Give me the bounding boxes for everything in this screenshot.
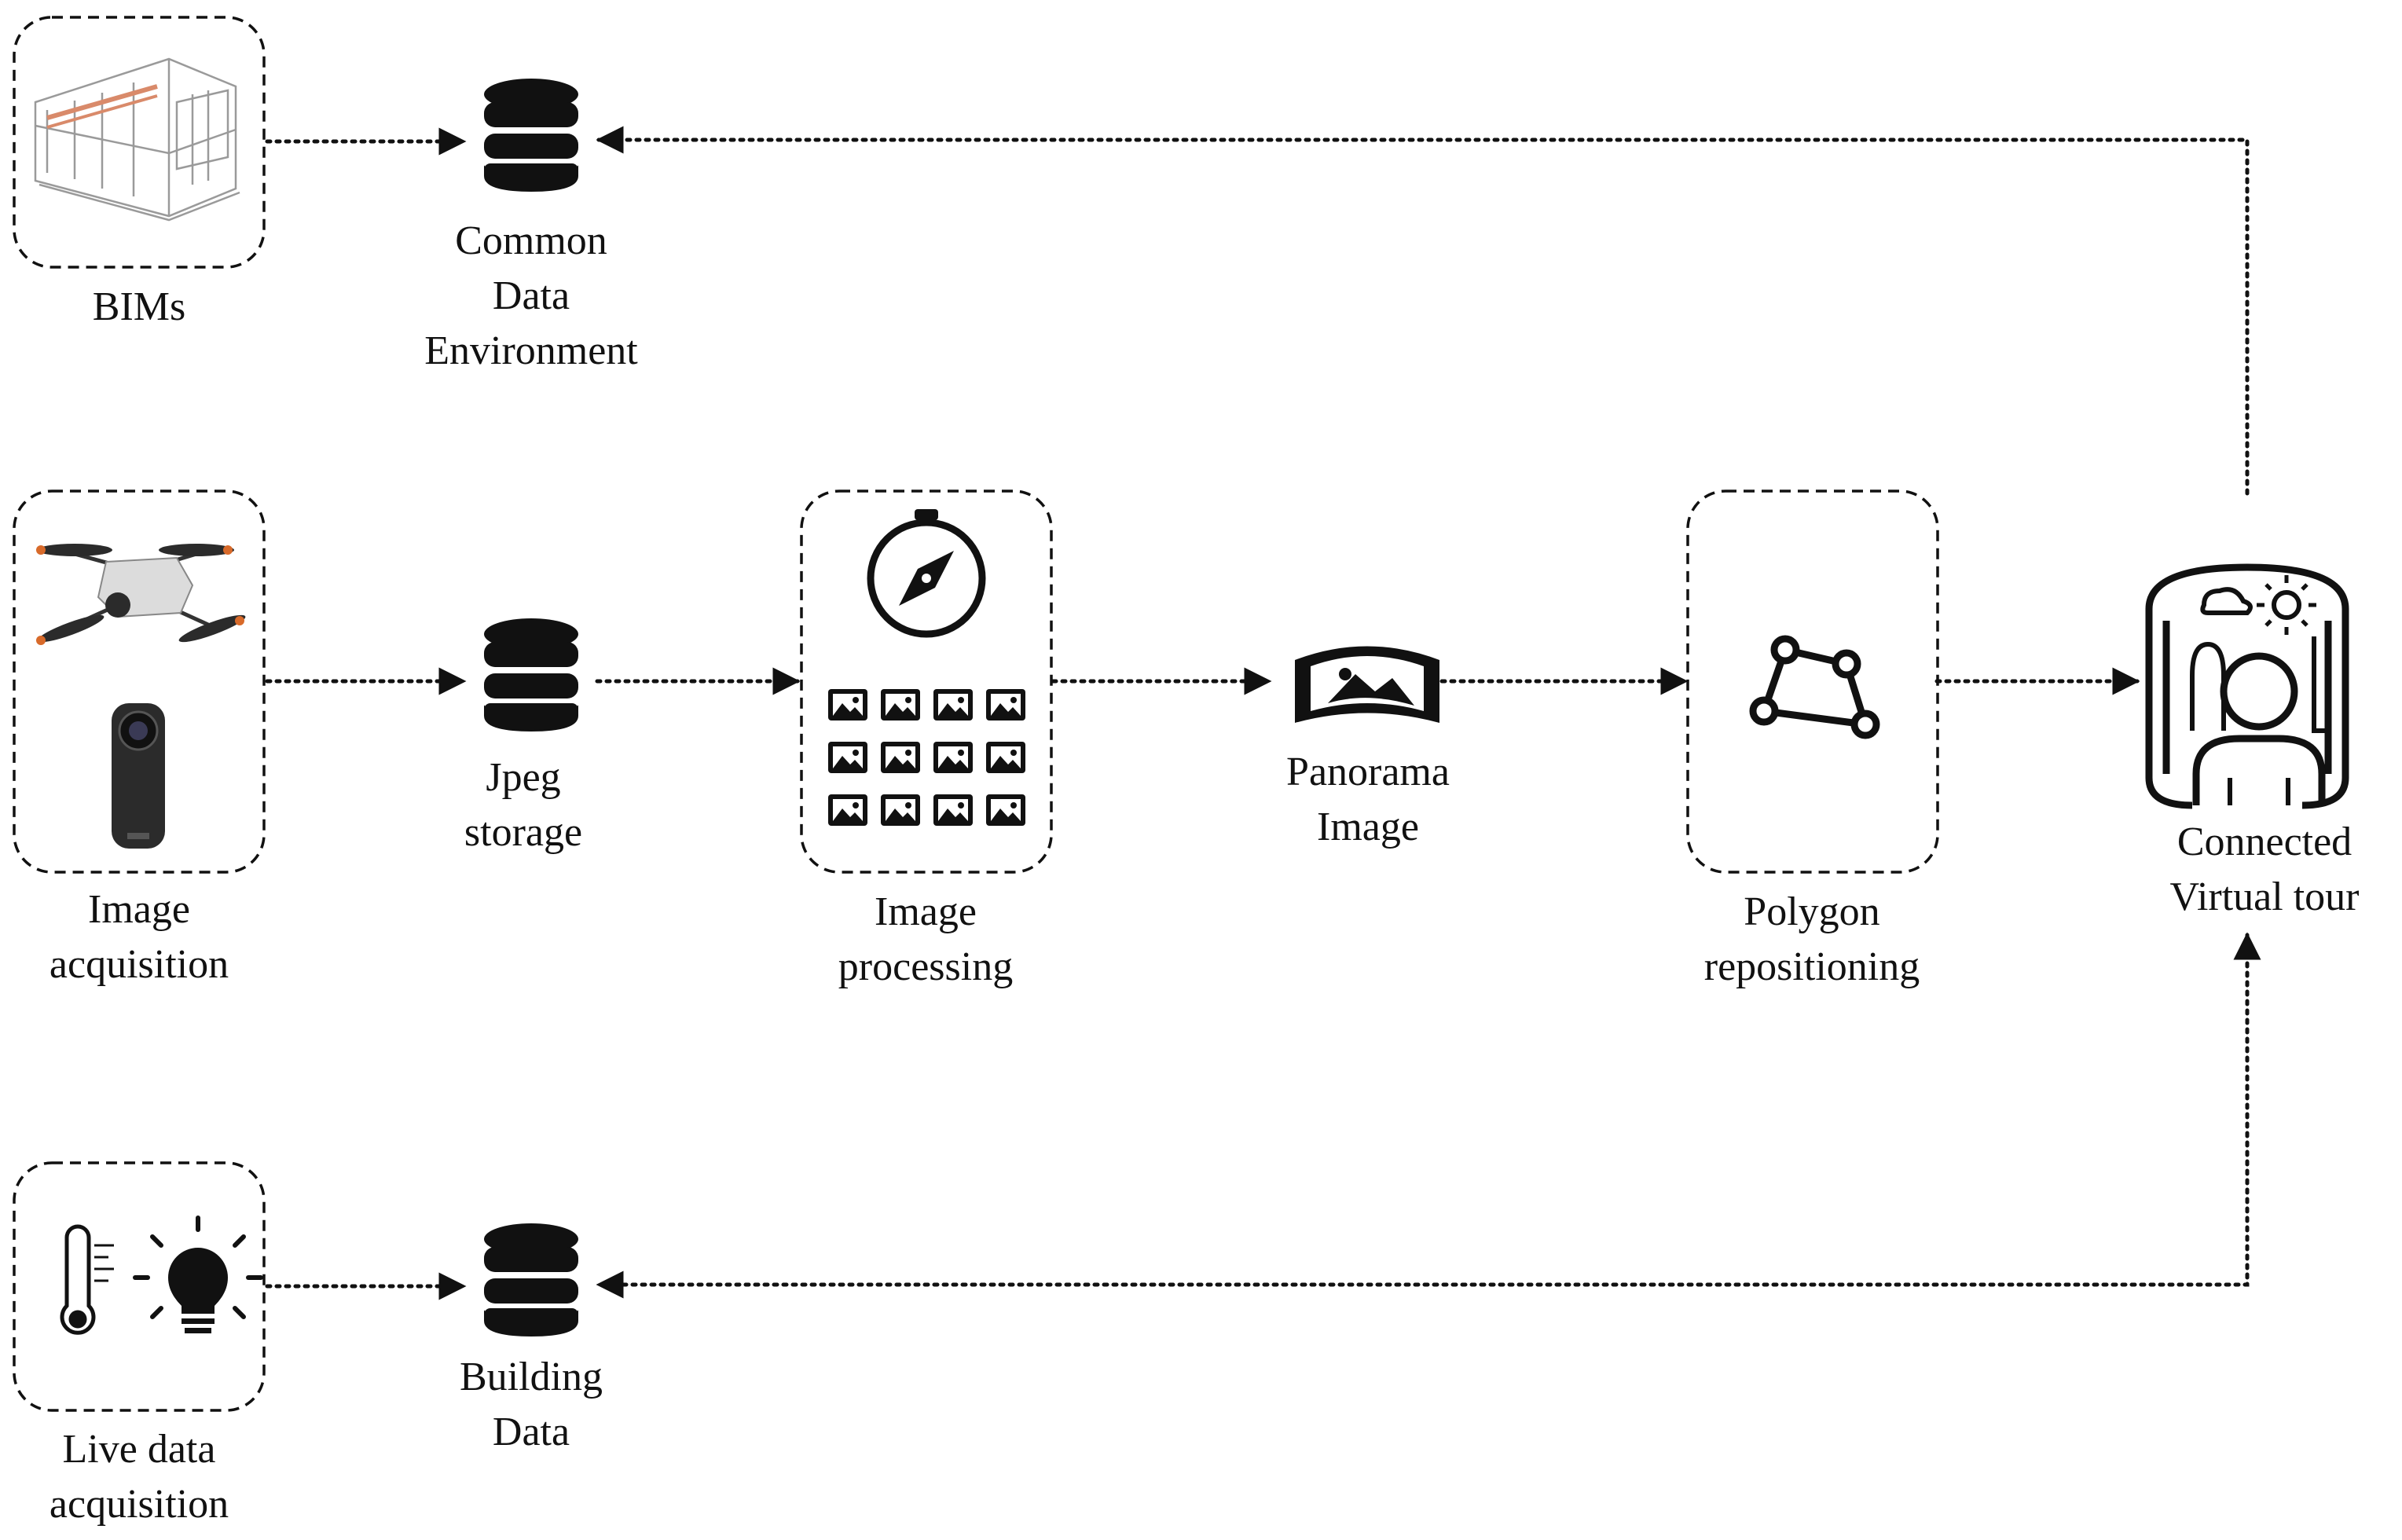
jpeg-storage-label: Jpeg storage [464, 750, 582, 860]
drone-icon [36, 544, 246, 645]
image-acquisition-label-line-1: Image [88, 887, 190, 932]
image-processing-label-line-1: Image [875, 889, 977, 934]
image-processing-label: Image processing [838, 885, 1013, 995]
light-bulb-icon [133, 1216, 263, 1333]
virtual-tour-icon [2145, 563, 2349, 809]
edge-tour-to-building [596, 932, 2261, 1299]
panorama-image-label-line-2: Image [1317, 805, 1419, 849]
connected-virtual-tour-label-line-2: Virtual tour [2169, 874, 2360, 919]
connected-virtual-tour-label-line-1: Connected [2176, 820, 2352, 864]
live-data-acquisition-label-line-1: Live data [62, 1427, 216, 1472]
cde-label-line-1: Common [455, 218, 607, 263]
image-grid-icon [828, 689, 1025, 826]
jpeg-storage-label-line-1: Jpeg [486, 755, 561, 800]
image-acquisition-label: Image acquisition [50, 882, 229, 992]
panorama-icon [1295, 646, 1439, 723]
panorama-image-label: Panorama Image [1286, 745, 1450, 855]
cde-label: Common Data Environment [424, 214, 638, 379]
bims-label: BIMs [93, 280, 185, 335]
image-processing-box [800, 490, 1053, 874]
thermometer-icon [60, 1224, 114, 1335]
edges [265, 126, 2261, 1300]
building-model-icon [34, 57, 240, 222]
bims-box [13, 16, 266, 269]
polygon-icon [1749, 635, 1880, 739]
image-acquisition-box [13, 490, 266, 874]
building-data-label-line-1: Building [459, 1355, 603, 1399]
polygon-repositioning-label-line-2: repositioning [1703, 944, 1920, 989]
database-icon [484, 618, 578, 732]
building-data-label-line-2: Data [492, 1410, 570, 1454]
jpeg-storage-label-line-2: storage [464, 810, 583, 855]
polygon-repositioning-label-line-1: Polygon [1744, 889, 1880, 934]
connected-virtual-tour-label: Connected Virtual tour [2170, 815, 2360, 925]
polygon-repositioning-box [1686, 490, 1939, 874]
polygon-repositioning-label: Polygon repositioning [1704, 885, 1920, 995]
live-data-box [13, 1161, 266, 1412]
cde-label-line-3: Environment [424, 328, 638, 373]
camera-360-icon [112, 703, 165, 849]
bims-label-line-1: BIMs [92, 284, 186, 329]
building-data-label: Building Data [460, 1350, 603, 1460]
live-data-acquisition-label: Live data acquisition [50, 1422, 229, 1532]
panorama-image-label-line-1: Panorama [1286, 750, 1450, 794]
compass-icon [867, 509, 986, 638]
image-acquisition-label-line-2: acquisition [49, 942, 229, 987]
database-icon [484, 79, 578, 192]
live-data-acquisition-label-line-2: acquisition [49, 1482, 229, 1527]
database-icon [484, 1223, 578, 1336]
image-processing-label-line-2: processing [838, 944, 1014, 989]
cde-label-line-2: Data [492, 273, 570, 318]
edge-tour-to-cde [596, 126, 2250, 496]
